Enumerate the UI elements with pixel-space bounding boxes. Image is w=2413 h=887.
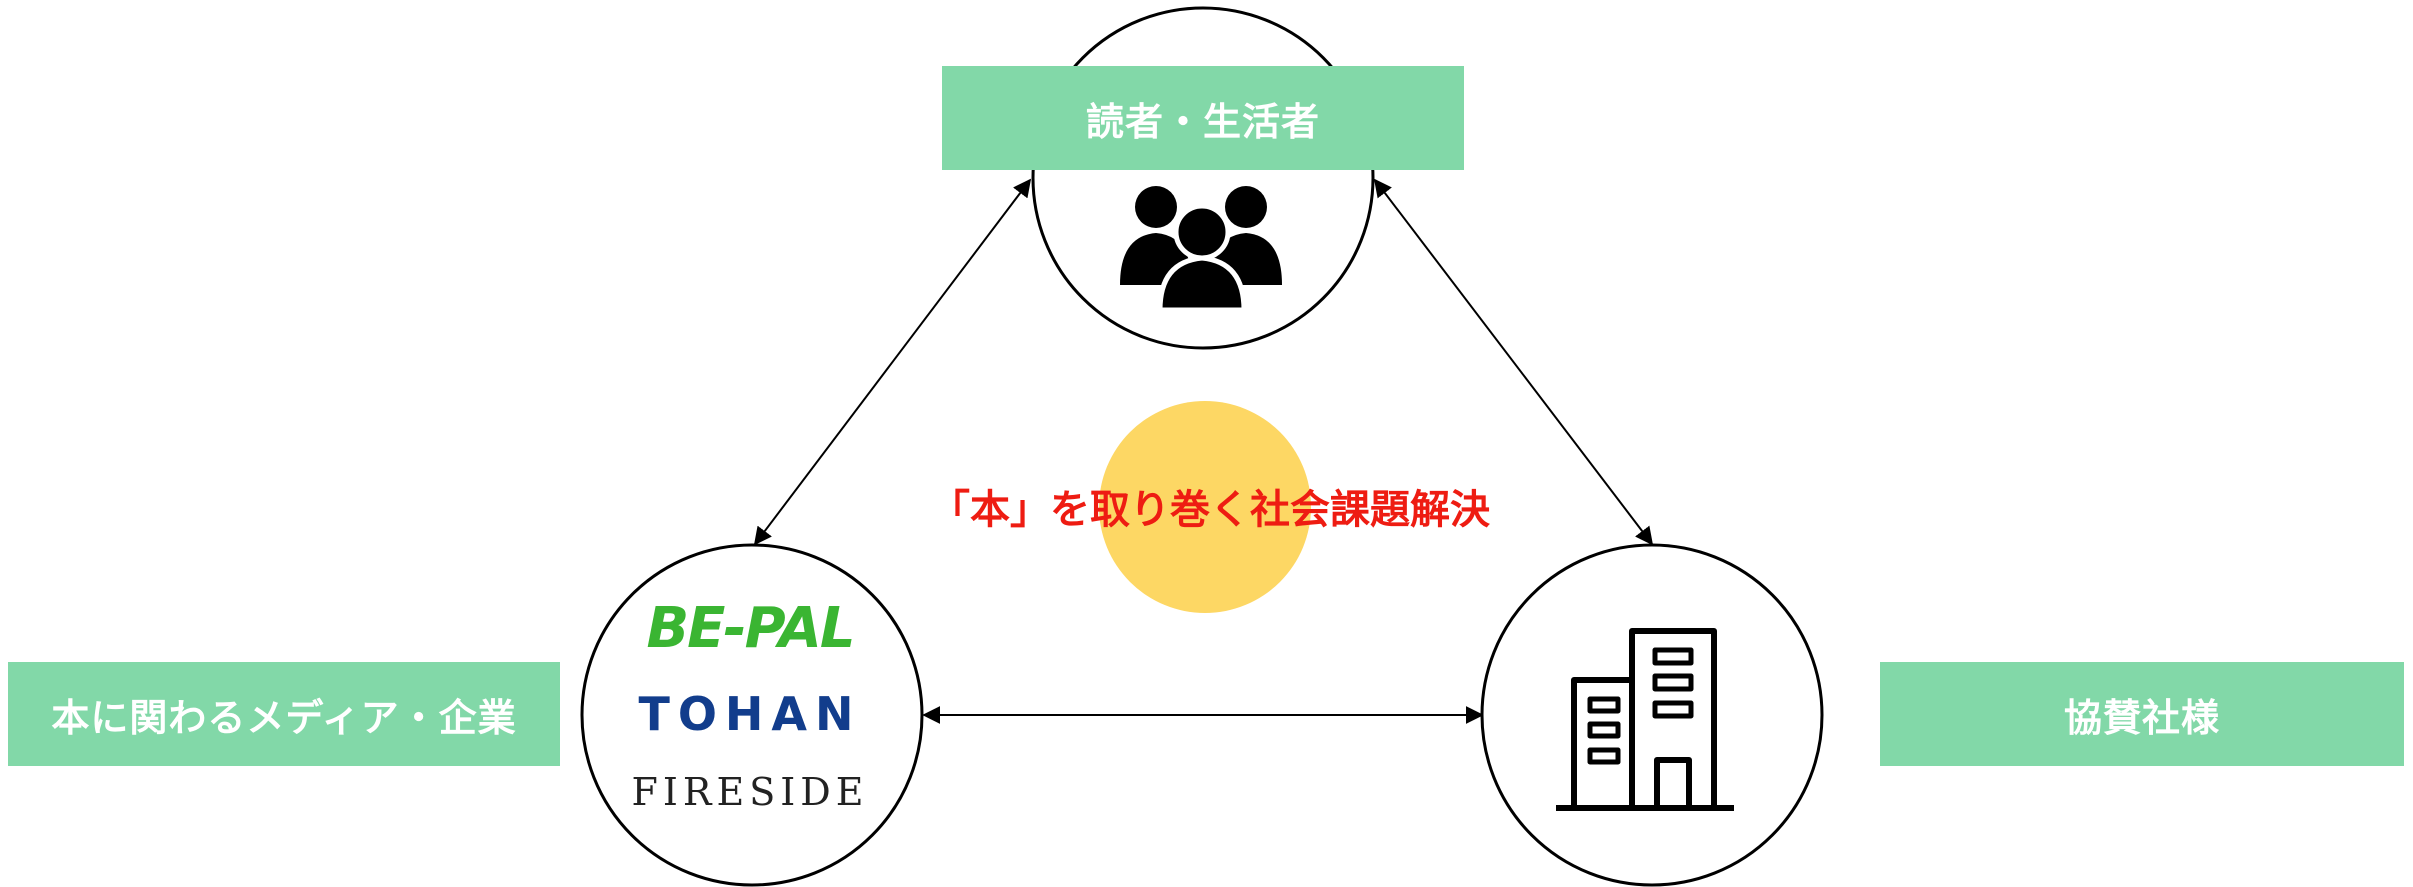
people-group-icon: [1120, 186, 1282, 313]
sponsors-circle: [1480, 543, 1824, 887]
media-label-text: 本に関わるメディア・企業: [51, 695, 517, 740]
center-caption: 「本」を取り巻く社会課題解決: [930, 487, 1490, 533]
readers-circle: [1031, 6, 1375, 350]
readers-label: 読者・生活者: [942, 66, 1464, 170]
sponsors-label-text: 協賛社様: [2063, 695, 2220, 740]
sponsors-label: 協賛社様: [1880, 662, 2404, 766]
arrow-readers-media: [753, 178, 1032, 546]
center-circle: [1099, 401, 1311, 613]
readers-label-text: 読者・生活者: [1085, 99, 1320, 144]
fireside-logo: FIRESIDE: [631, 770, 869, 814]
media-circle: [580, 543, 924, 887]
arrow-readers-sponsors: [1373, 178, 1654, 546]
tohan-logo: TOHAN: [638, 687, 862, 741]
office-building-icon: [1556, 628, 1734, 811]
media-label: 本に関わるメディア・企業: [8, 662, 560, 766]
bepal-logo: BE-PAL: [646, 596, 855, 661]
